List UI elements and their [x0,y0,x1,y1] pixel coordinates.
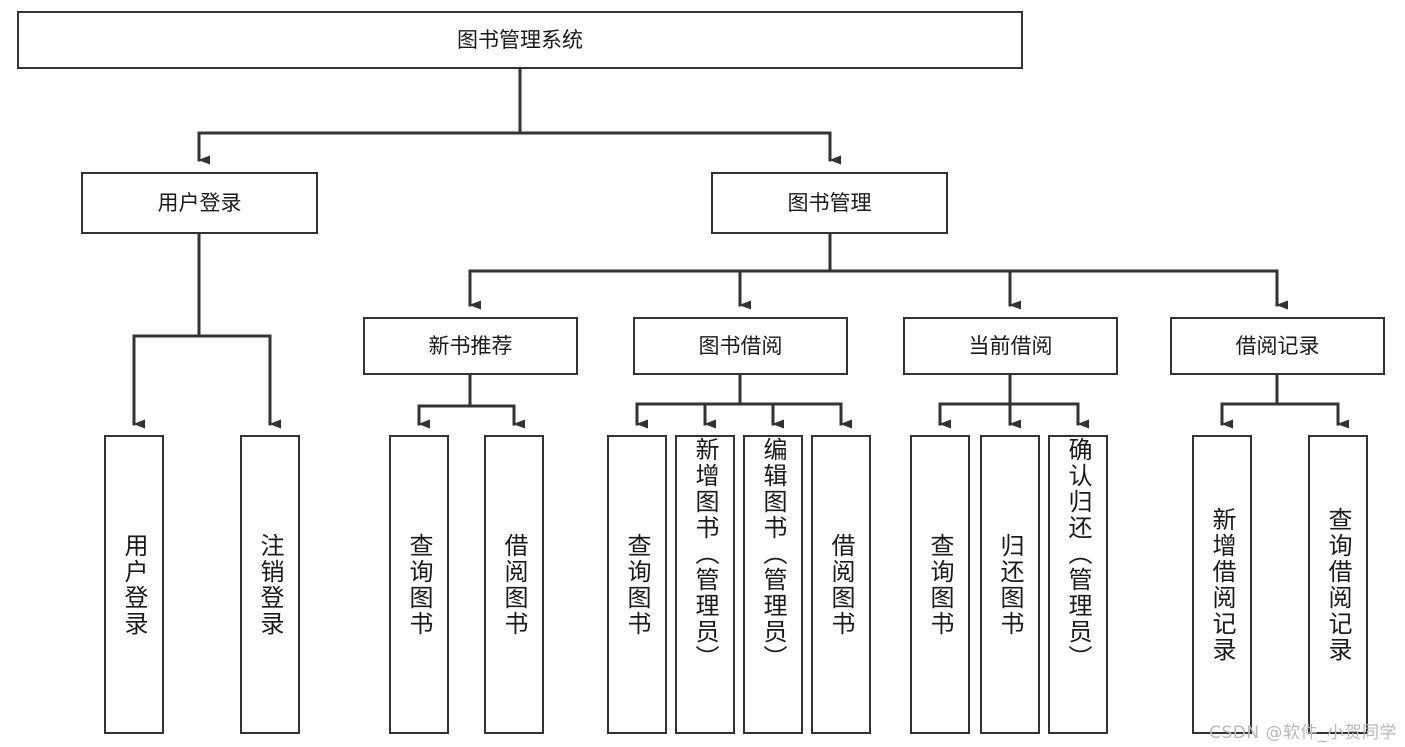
node-label: 新书推荐 [428,333,513,358]
leaf-new-book-query-book[interactable]: 查询图书 [389,435,449,734]
leaf-new-book-borrow-book[interactable]: 借阅图书 [484,435,544,734]
node-label: 用户登录 [120,532,148,637]
leaf-book-borrow-add-book-admin[interactable]: 新增图书（管理员） [675,435,735,734]
node-label: 图书借阅 [698,333,783,358]
leaf-current-borrow-query-book[interactable]: 查询图书 [910,435,970,734]
leaf-book-borrow-edit-book-admin[interactable]: 编辑图书（管理员） [743,435,803,734]
node-label: 借阅记录 [1235,333,1320,358]
leaf-borrow-record-query-record[interactable]: 查询借阅记录 [1308,435,1368,734]
node-label: 归还图书 [996,532,1024,637]
node-new-book-recommend[interactable]: 新书推荐 [363,317,578,375]
node-label: 新增借阅记录 [1208,506,1236,663]
leaf-book-borrow-borrow-book[interactable]: 借阅图书 [811,435,871,734]
node-label: 图书管理系统 [457,27,583,52]
node-label: 查询图书 [405,532,433,637]
node-label: 确认归还（管理员） [1064,437,1092,671]
node-book-borrow[interactable]: 图书借阅 [633,317,848,375]
csdn-watermark: CSDN @软件_小贺同学 [1209,723,1397,743]
node-label: 当前借阅 [968,333,1053,358]
leaf-borrow-record-add-record[interactable]: 新增借阅记录 [1192,435,1252,734]
node-book-management[interactable]: 图书管理 [711,172,948,234]
node-label: 注销登录 [256,532,284,637]
node-label: 借阅图书 [827,532,855,637]
node-label: 查询图书 [623,532,651,637]
node-label: 查询图书 [926,532,954,637]
leaf-user-login-logout[interactable]: 注销登录 [240,435,300,734]
leaf-book-borrow-query-book[interactable]: 查询图书 [607,435,667,734]
node-label: 编辑图书（管理员） [759,437,787,671]
leaf-current-borrow-confirm-return-admin[interactable]: 确认归还（管理员） [1048,435,1108,734]
leaf-current-borrow-return-book[interactable]: 归还图书 [980,435,1040,734]
node-user-login[interactable]: 用户登录 [81,172,318,234]
node-root-book-management-system[interactable]: 图书管理系统 [17,11,1023,69]
node-label: 借阅图书 [500,532,528,637]
node-label: 用户登录 [157,190,242,215]
node-label: 查询借阅记录 [1324,506,1352,663]
node-label: 新增图书（管理员） [691,437,719,671]
node-label: 图书管理 [787,190,872,215]
node-current-borrow[interactable]: 当前借阅 [903,317,1118,375]
leaf-user-login-login[interactable]: 用户登录 [104,435,164,734]
node-borrow-record[interactable]: 借阅记录 [1170,317,1385,375]
